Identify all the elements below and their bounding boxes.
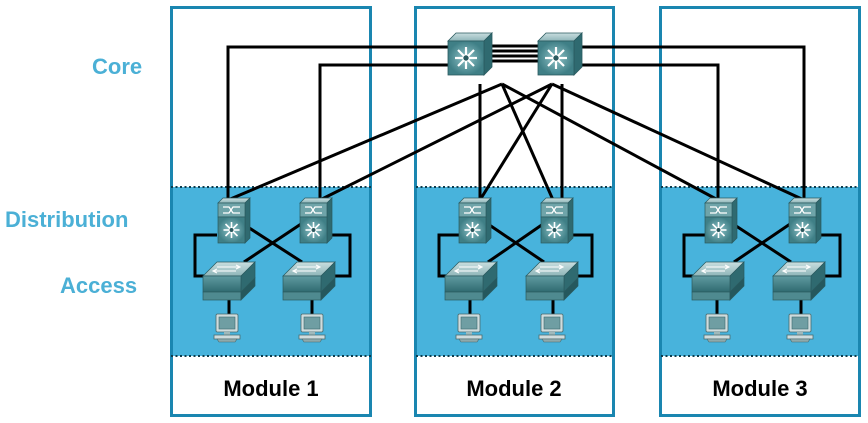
m2-distribution-switch-1-icon (458, 197, 492, 244)
m3-pc-2-icon (786, 313, 814, 343)
m3-distribution-switch-2-icon (788, 197, 822, 244)
m1-pc-1-icon (213, 313, 241, 343)
m1-pc-2-icon (298, 313, 326, 343)
core-switch-2-icon (536, 31, 584, 77)
core-links (226, 44, 806, 202)
module-2-label: Module 2 (466, 376, 561, 401)
m1-distribution-switch-2-icon (299, 197, 333, 244)
module-3-label: Module 3 (712, 376, 807, 401)
m3-pc-1-icon (703, 313, 731, 343)
access-layer-label: Access (60, 273, 138, 298)
core-layer-label: Core (92, 54, 143, 79)
m3-distribution-switch-1-icon (704, 197, 738, 244)
m1-distribution-switch-1-icon (217, 197, 251, 244)
module-links (193, 220, 842, 317)
m2-pc-1-icon (455, 313, 483, 343)
m2-pc-2-icon (538, 313, 566, 343)
module-3-panel: Module 3 (659, 6, 861, 417)
core-switch-1-icon (446, 31, 494, 77)
distribution-layer-label: Distribution (5, 207, 129, 232)
module-1-panel: Module 1 (170, 6, 372, 417)
m2-distribution-switch-2-icon (540, 197, 574, 244)
module-2-panel: Module 2 (414, 6, 615, 417)
module-1-label: Module 1 (223, 376, 318, 401)
